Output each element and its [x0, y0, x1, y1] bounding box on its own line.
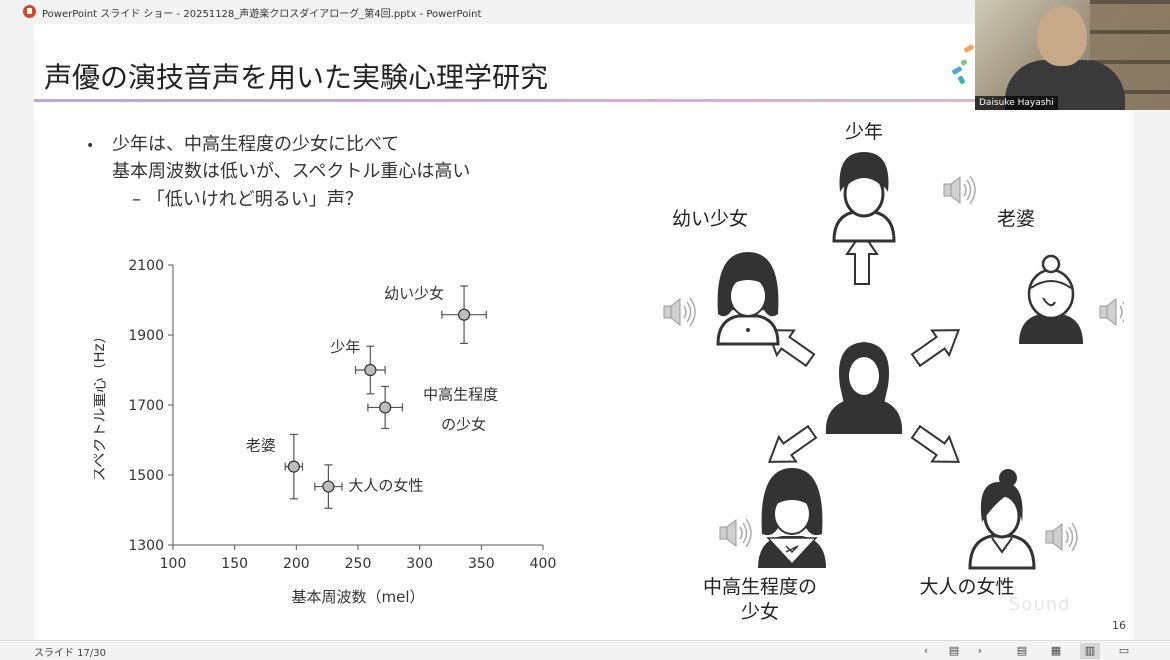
next-slide-button[interactable]: ›: [977, 644, 983, 657]
adult-woman-figure-icon: [968, 469, 1036, 570]
boy-figure-icon: [832, 152, 896, 243]
bullet-text-line1: 少年は、中高生程度の少女に比べて: [112, 134, 400, 155]
window-title: PowerPoint スライド ショー - 20251128_声遊楽クロスダイア…: [42, 9, 482, 20]
x-tick-label: 200: [283, 556, 310, 572]
speaker-icon-boy: [943, 175, 976, 205]
scatter-chart: 100 150 200 250 300 350 400 1300 1500 1700 1900 21…: [94, 258, 557, 606]
diagram-label-teen-girl-line1: 中高生程度の: [702, 576, 817, 598]
slide-title: 声優の演技音声を用いた実験心理学研究: [44, 61, 549, 94]
slide-canvas[interactable]: 声優の演技音声を用いた実験心理学研究 • 少年は、中高生程度の少女に比べて 基本周…: [34, 24, 1134, 640]
arrow-to-adult-woman: [910, 424, 961, 463]
diagram-label-boy: 少年: [844, 121, 883, 143]
x-tick-label: 150: [221, 556, 248, 572]
y-tick-label: 1500: [128, 468, 164, 484]
logo-mark-blue: [951, 65, 963, 76]
diagram-label-old-woman: 老婆: [996, 208, 1035, 230]
data-point: 大人の女性: [314, 464, 423, 509]
point-label: 幼い少女: [384, 285, 444, 303]
y-tick-label: 1300: [128, 538, 164, 554]
chart-axes: [172, 265, 543, 546]
diagram-label-adult-woman: 大人の女性: [919, 576, 1015, 598]
x-ticks: 100 150 200 250 300 350 400: [160, 545, 557, 572]
point-label: 少年: [330, 338, 360, 356]
speaker-icon-old-woman: [1099, 297, 1124, 327]
point-marker: [457, 308, 471, 321]
logo-mark-teal: [957, 75, 966, 85]
y-tick-label: 2100: [128, 258, 164, 274]
x-tick-label: 100: [160, 556, 187, 572]
point-label: 中高生程度: [423, 385, 498, 403]
data-point: 老婆: [246, 433, 304, 500]
slide-sorter-button[interactable]: ▦: [1050, 644, 1062, 657]
slide-menu-button[interactable]: ▤: [948, 644, 960, 657]
center-woman-figure-icon: [825, 342, 903, 434]
x-tick-label: 350: [468, 556, 495, 572]
young-girl-figure-icon: [716, 252, 780, 346]
webcam-overlay: Daisuke Hayashi: [975, 0, 1170, 110]
previous-slide-button[interactable]: ‹: [923, 644, 929, 657]
bullet-list: • 少年は、中高生程度の少女に比べて 基本周波数は低いが、スペクトル重心は高い –…: [86, 132, 470, 213]
x-tick-label: 400: [530, 556, 557, 572]
x-axis-label: 基本周波数（mel）: [291, 588, 424, 606]
status-bar: スライド 17/30 ‹ ▤ › ▤ ▦ ▥ ▭: [0, 640, 1170, 660]
old-woman-figure-icon: [1019, 254, 1083, 344]
point-marker: [322, 480, 335, 493]
bullet-text-line2: 基本周波数は低いが、スペクトル重心は高い: [112, 161, 471, 182]
point-label: の少女: [441, 415, 486, 433]
powerpoint-app-icon: [23, 5, 36, 18]
x-tick-label: 300: [406, 556, 433, 572]
slideshow-view-button[interactable]: ▭: [1118, 644, 1130, 657]
voice-character-diagram: [663, 152, 1124, 570]
arrow-to-old-woman: [910, 329, 961, 368]
speaker-icon-teen-girl: [719, 518, 752, 548]
point-marker: [379, 401, 392, 414]
point-marker: [287, 460, 300, 473]
diagram-label-teen-girl-line2: 少女: [740, 601, 779, 623]
sub-bullet-item: – 「低いけれど明るい」声？: [132, 189, 363, 210]
teen-girl-figure-icon: [758, 468, 826, 568]
x-tick-label: 250: [345, 556, 372, 572]
logo-mark-orange: [963, 43, 975, 54]
slide-page-number: 16: [1112, 619, 1126, 632]
presenter-head: [1037, 6, 1087, 66]
point-marker: [364, 363, 377, 377]
data-point: 少年: [330, 338, 386, 395]
y-tick-label: 1700: [128, 398, 164, 414]
logo-mark-green: [960, 58, 968, 67]
watermark-text: Sound: [1009, 594, 1071, 615]
data-point: 幼い少女: [384, 285, 487, 345]
data-point: 中高生程度の少女: [367, 385, 498, 433]
slide-counter: スライド 17/30: [34, 648, 106, 659]
diagram-label-young-girl: 幼い少女: [671, 208, 748, 230]
point-label: 大人の女性: [348, 477, 423, 495]
title-divider: [34, 99, 1134, 102]
speaker-icon-young-girl: [663, 297, 696, 327]
presenter-name: Daisuke Hayashi: [975, 96, 1058, 110]
point-label: 老婆: [246, 437, 276, 455]
arrow-to-boy: [845, 230, 879, 285]
bullet-marker: •: [86, 138, 95, 154]
bullet-item: • 少年は、中高生程度の少女に比べて: [86, 132, 470, 159]
y-tick-label: 1900: [128, 328, 164, 344]
normal-view-button[interactable]: ▤: [1016, 644, 1028, 657]
y-axis-label: スペクトル重心（Hz）: [94, 328, 108, 481]
arrow-to-teen-girl: [767, 424, 818, 463]
y-ticks: 1300 1500 1700 1900 2100: [128, 258, 173, 554]
reading-view-button[interactable]: ▥: [1080, 643, 1100, 659]
speaker-icon-adult-woman: [1045, 522, 1078, 552]
